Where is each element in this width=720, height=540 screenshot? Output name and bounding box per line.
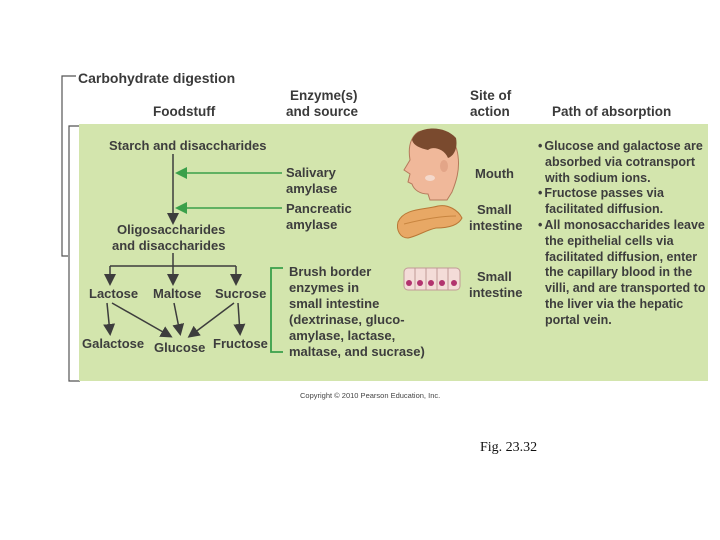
- label-oligo-2: and disaccharides: [112, 238, 226, 253]
- label-oligo-1: Oligosaccharides: [117, 222, 226, 237]
- label-brush-2: enzymes in: [289, 280, 360, 295]
- pancreas-icon: [397, 205, 463, 239]
- label-site-mouth: Mouth: [475, 166, 514, 181]
- label-brush-1: Brush border: [289, 264, 372, 279]
- absorption-item: Glucose and galactose are absorbed via c…: [538, 139, 710, 186]
- figure-label: Fig. 23.32: [480, 440, 538, 455]
- label-salivary-1: Salivary: [286, 165, 336, 180]
- copyright-text: Copyright © 2010 Pearson Education, Inc.: [300, 391, 441, 400]
- label-maltose: Maltose: [153, 286, 202, 301]
- absorption-item: Fructose passes via facilitated diffusio…: [538, 186, 710, 218]
- header-enzyme-1: Enzyme(s): [290, 88, 358, 103]
- diagram-title: Carbohydrate digestion: [78, 70, 236, 86]
- label-brush-4: (dextrinase, gluco-: [289, 312, 405, 327]
- head-icon: [403, 128, 459, 201]
- absorption-item: All monosaccharides leave the epithelial…: [538, 218, 710, 329]
- header-foodstuff: Foodstuff: [153, 104, 216, 119]
- arrow-maltose-glucose: [172, 302, 185, 336]
- label-lactose: Lactose: [89, 286, 139, 301]
- label-galactose: Galactose: [82, 336, 145, 351]
- label-brush-5: amylase, lactase,: [289, 328, 396, 343]
- label-site-si2-2: intestine: [469, 285, 523, 300]
- label-starch: Starch and disaccharides: [109, 138, 267, 153]
- label-site-si1-2: intestine: [469, 218, 523, 233]
- label-salivary-2: amylase: [286, 181, 338, 196]
- header-site-2: action: [470, 104, 510, 119]
- label-brush-3: small intestine: [289, 296, 380, 311]
- label-glucose: Glucose: [154, 340, 206, 355]
- header-site-1: Site of: [470, 88, 512, 103]
- arrow-lactose-galactose: [103, 302, 116, 336]
- intestinal-cells-icon: [403, 267, 461, 291]
- header-path: Path of absorption: [552, 104, 672, 119]
- label-brush-6: maltase, and sucrase): [289, 344, 425, 359]
- label-site-si1-1: Small: [477, 202, 512, 217]
- label-fructose: Fructose: [213, 336, 268, 351]
- absorption-list: Glucose and galactose are absorbed via c…: [538, 139, 710, 329]
- arrow-sucrose-fructose: [233, 302, 246, 336]
- label-site-si2-1: Small: [477, 269, 512, 284]
- arrow-sucrose-glucose: [187, 302, 235, 338]
- label-sucrose: Sucrose: [215, 286, 267, 301]
- label-pancreatic-2: amylase: [286, 217, 338, 232]
- label-pancreatic-1: Pancreatic: [286, 201, 352, 216]
- header-enzyme-2: and source: [286, 104, 359, 119]
- arrow-lactose-glucose: [111, 302, 173, 338]
